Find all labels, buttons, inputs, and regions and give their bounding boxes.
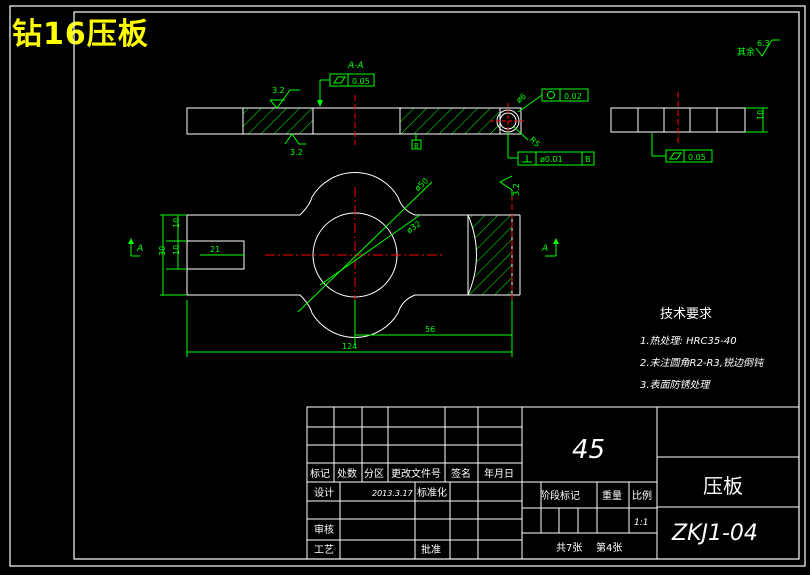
dim-124: 124 xyxy=(342,342,357,351)
note-1: 1.热处理: HRC35-40 xyxy=(640,335,737,347)
drawing-no: ZKJ1-04 xyxy=(671,521,758,546)
bottom-dims: 56 124 xyxy=(186,300,513,357)
datum-b: B xyxy=(411,134,422,150)
sheet-label: 第4张 xyxy=(596,541,622,554)
note-3: 3.表面防锈处理 xyxy=(640,379,712,391)
roughness-top: 3.2 xyxy=(269,86,300,109)
perp-datum-value: B xyxy=(585,155,591,164)
design-date: 2013.3.17 xyxy=(372,489,414,498)
roughness-bottom-value: 3.2 xyxy=(290,148,303,157)
rev-header-date: 年月日 xyxy=(484,467,514,480)
plan-view xyxy=(186,172,521,338)
notes-heading: 技术要求 xyxy=(660,307,712,322)
review-label: 审核 xyxy=(314,523,334,536)
section-label: A-A xyxy=(347,61,364,71)
roughness-right: 3.2 xyxy=(499,175,521,196)
dim-10-side: 10 xyxy=(756,110,765,120)
rev-header-count: 处数 xyxy=(337,467,357,480)
dim-d50: ø50 xyxy=(413,176,430,193)
section-marker-right: A xyxy=(541,238,559,257)
section-view-top xyxy=(186,95,526,145)
hole-dia-label: ø6 xyxy=(514,92,527,105)
part-name: 压板 xyxy=(703,474,743,498)
flatness-right-value: 0.05 xyxy=(688,153,706,162)
roughness-bottom: 3.2 xyxy=(284,133,306,157)
dim-10b: 10 xyxy=(172,245,181,255)
perp-frame: ø0.01 B xyxy=(507,132,595,166)
dim-30: 30 xyxy=(158,246,167,256)
note-2: 2.未注圆角R2-R3,锐边倒钝 xyxy=(640,357,765,369)
flatness-frame-top: 0.05 xyxy=(317,73,375,107)
section-marker-left: A xyxy=(128,238,143,257)
outer-frame xyxy=(9,5,806,567)
weight-label: 重量 xyxy=(602,489,622,502)
scale-value: 1:1 xyxy=(634,518,648,528)
process-label: 工艺 xyxy=(314,544,334,556)
roughness-top-value: 3.2 xyxy=(272,86,285,95)
perp-tol-value: ø0.01 xyxy=(540,155,563,164)
flatness-top-value: 0.05 xyxy=(352,77,370,86)
drawing-title: 钻16压板 xyxy=(12,17,149,52)
rev-header-mark: 标记 xyxy=(310,468,330,480)
side-view: 10 0.05 xyxy=(610,92,768,163)
dim-10a: 10 xyxy=(172,218,181,228)
scale-label: 比例 xyxy=(632,489,652,502)
left-dims: 30 10 10 21 xyxy=(158,214,244,296)
diameter-dims: ø50 ø32 xyxy=(297,176,433,313)
title-block xyxy=(306,406,800,560)
material: 45 xyxy=(572,435,605,465)
rev-header-sign: 签名 xyxy=(451,467,471,480)
dim-d32: ø32 xyxy=(405,219,423,235)
section-mark-right: A xyxy=(541,244,548,254)
datum-b-label: B xyxy=(414,142,419,150)
title-block-text: 标记 处数 分区 更改文件号 签名 年月日 设计 2013.3.17 标准化 审… xyxy=(310,435,758,556)
stage-label: 阶段标记 xyxy=(540,489,580,502)
cyl-top-value: 0.02 xyxy=(564,92,582,101)
roughness-main: 其余 6.3 xyxy=(737,39,780,58)
dim-21: 21 xyxy=(210,245,220,254)
roughness-main-label: 其余 xyxy=(737,46,755,58)
roughness-main-value: 6.3 xyxy=(757,39,770,48)
sheets-label: 共7张 xyxy=(556,542,582,554)
approve-label: 批准 xyxy=(421,543,441,556)
hole-callout: 0.02 ø6 R5 xyxy=(513,88,589,149)
roughness-right-value: 3.2 xyxy=(512,183,521,196)
tech-notes: 技术要求 1.热处理: HRC35-40 2.未注圆角R2-R3,锐边倒钝 3.… xyxy=(640,307,765,391)
section-mark-left: A xyxy=(136,244,143,254)
design-label: 设计 xyxy=(314,486,334,499)
rev-header-docno: 更改文件号 xyxy=(391,467,441,480)
dim-56: 56 xyxy=(425,325,435,334)
r-label: R5 xyxy=(528,135,542,149)
standard-label: 标准化 xyxy=(417,486,447,499)
rev-header-zone: 分区 xyxy=(364,468,384,480)
